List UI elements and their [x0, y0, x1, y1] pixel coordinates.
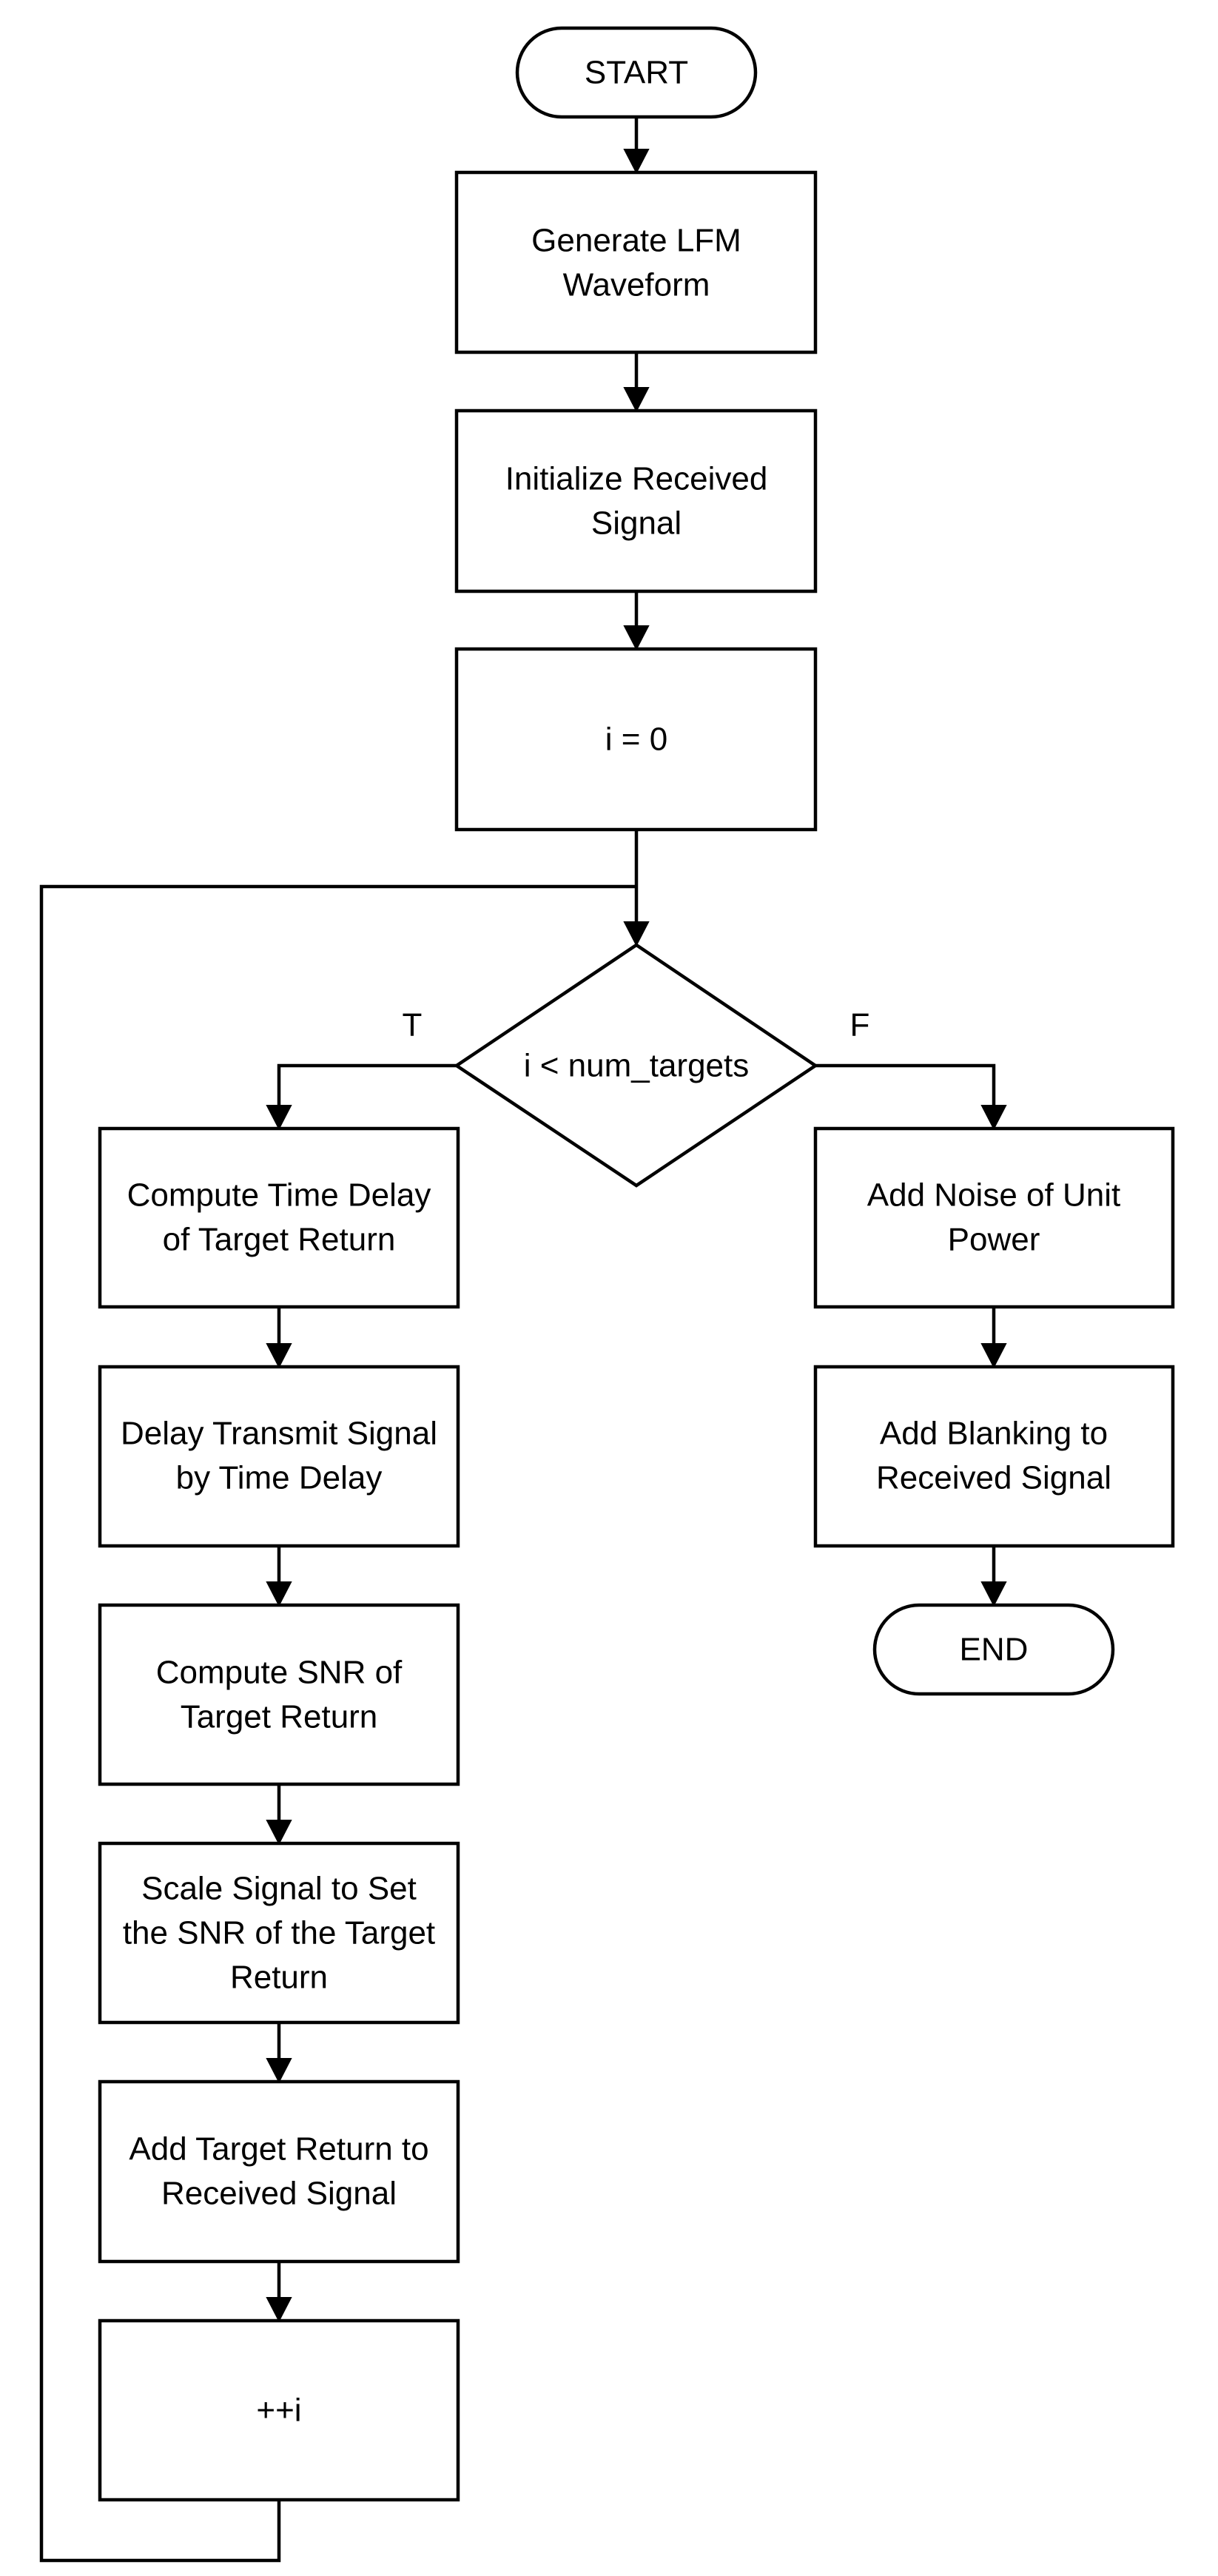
- node-init-received: Initialize Received Signal: [454, 408, 818, 593]
- node-init-i: i = 0: [454, 647, 818, 832]
- node-init-received-line-2: Signal: [591, 505, 682, 542]
- node-scale-signal-line-1: Scale Signal to Set: [141, 1871, 417, 1907]
- node-compute-snr: Compute SNR of Target Return: [98, 1603, 460, 1786]
- edge-add-noise-to-add-blanking: [980, 1307, 1007, 1369]
- node-increment-i-line-1: ++i: [256, 2392, 301, 2429]
- edge-add-blanking-to-end: [980, 1546, 1007, 1607]
- node-increment-i: ++i: [98, 2318, 460, 2502]
- node-scale-signal-line-2: the SNR of the Target: [123, 1915, 435, 1951]
- edge-init-received-to-init-i: [623, 591, 650, 651]
- node-add-noise: Add Noise of Unit Power: [813, 1126, 1175, 1309]
- node-generate-lfm: Generate LFM Waveform: [454, 170, 818, 354]
- branch-label-false: F: [850, 1007, 870, 1043]
- edge-delay-transmit-to-compute-snr: [266, 1546, 292, 1607]
- edge-increment-i-loop-back: [39, 884, 636, 2563]
- node-delay-transmit: Delay Transmit Signal by Time Delay: [98, 1365, 460, 1548]
- node-delay-transmit-line-2: by Time Delay: [176, 1460, 383, 1496]
- decision-label: i < num_targets: [524, 1048, 750, 1084]
- node-scale-signal: Scale Signal to Set the SNR of the Targe…: [98, 1841, 460, 2025]
- node-compute-snr-line-1: Compute SNR of: [156, 1655, 403, 1691]
- node-add-blanking-line-2: Received Signal: [876, 1460, 1111, 1496]
- edge-add-target-to-increment-i: [266, 2261, 292, 2323]
- node-generate-lfm-line-1: Generate LFM: [531, 223, 741, 259]
- edge-init-i-to-decision: [623, 830, 650, 947]
- node-scale-signal-line-3: Return: [230, 1960, 328, 1996]
- edge-compute-snr-to-scale-signal: [266, 1784, 292, 1846]
- node-add-blanking: Add Blanking to Received Signal: [813, 1365, 1175, 1548]
- edge-generate-lfm-to-init-received: [623, 352, 650, 413]
- node-add-target: Add Target Return to Received Signal: [98, 2079, 460, 2264]
- edge-scale-signal-to-add-target: [266, 2022, 292, 2084]
- node-add-target-line-1: Add Target Return to: [129, 2131, 428, 2168]
- edge-compute-delay-to-delay-transmit: [266, 1307, 292, 1369]
- node-init-received-line-1: Initialize Received: [505, 461, 768, 497]
- edges: [39, 117, 1007, 2563]
- edge-start-to-generate-lfm: [623, 117, 650, 175]
- node-compute-delay: Compute Time Delay of Target Return: [98, 1126, 460, 1309]
- node-compute-delay-line-2: of Target Return: [163, 1222, 396, 1258]
- edge-decision-true-to-compute-delay: [266, 1063, 457, 1131]
- node-compute-delay-line-1: Compute Time Delay: [127, 1177, 431, 1214]
- start-label: START: [585, 55, 688, 91]
- node-compute-snr-line-2: Target Return: [181, 1699, 378, 1735]
- node-add-noise-line-2: Power: [948, 1222, 1040, 1258]
- branch-label-true: T: [403, 1007, 423, 1043]
- edge-decision-false-to-add-noise: [815, 1063, 1007, 1131]
- node-generate-lfm-line-2: Waveform: [563, 267, 710, 303]
- end-terminator: END: [872, 1603, 1115, 1696]
- decision-diamond: i < num_targets: [453, 943, 819, 1188]
- node-add-blanking-line-1: Add Blanking to: [880, 1416, 1108, 1452]
- end-label: END: [960, 1632, 1029, 1668]
- start-terminator: START: [515, 26, 758, 119]
- node-add-noise-line-1: Add Noise of Unit: [867, 1177, 1120, 1214]
- node-add-target-line-2: Received Signal: [161, 2176, 397, 2212]
- node-init-i-line-1: i = 0: [605, 722, 667, 758]
- node-delay-transmit-line-1: Delay Transmit Signal: [121, 1416, 437, 1452]
